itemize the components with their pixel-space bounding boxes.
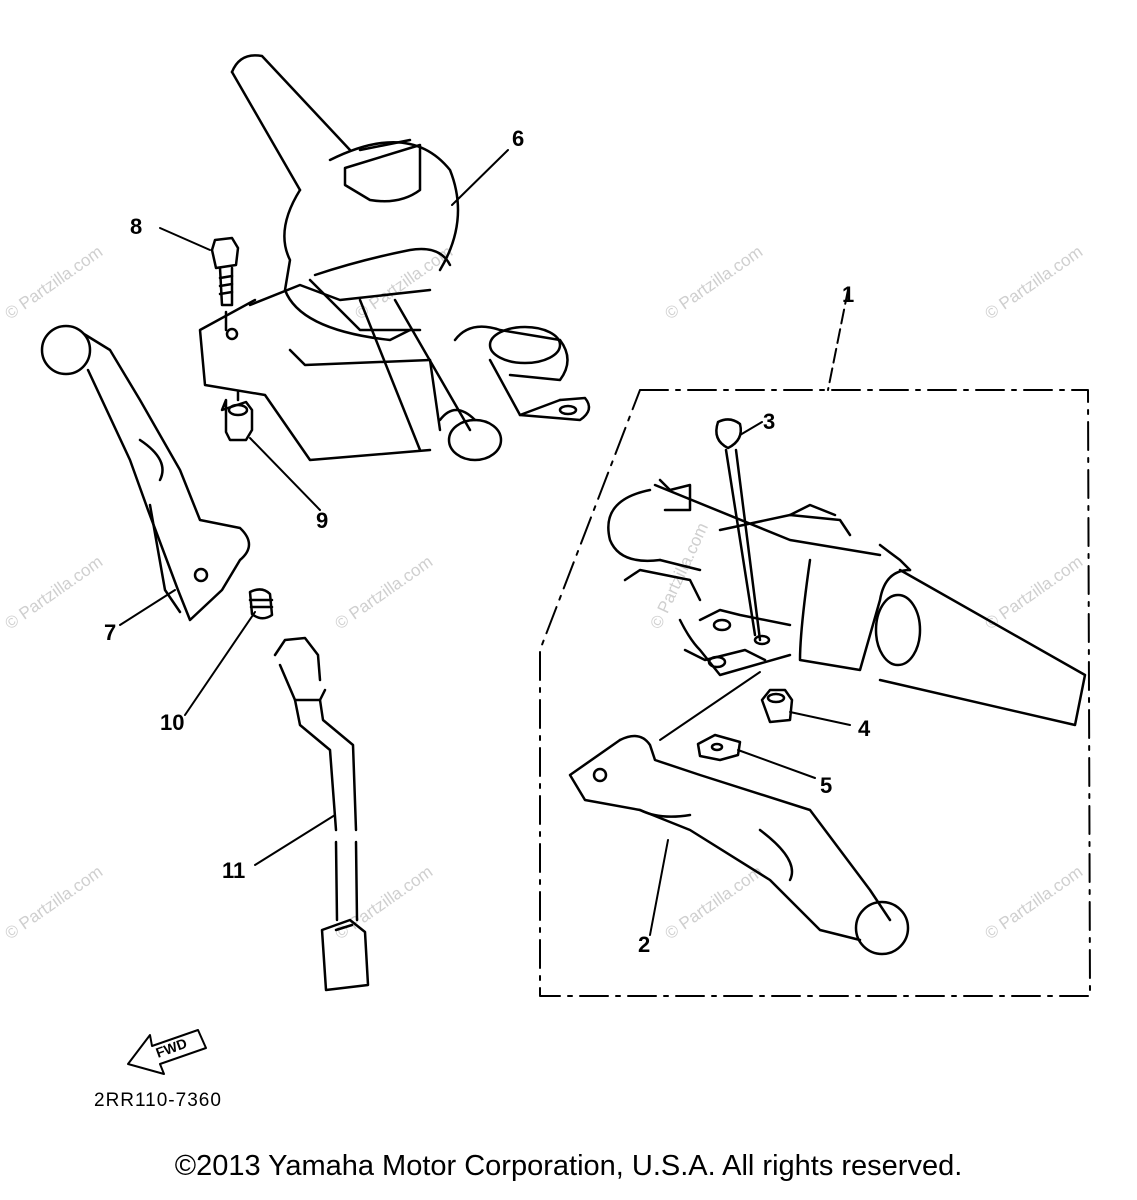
watermark: © Partzilla.com — [646, 520, 712, 632]
leader-11 — [254, 814, 336, 866]
callout-6: 6 — [512, 126, 524, 151]
copyright-notice: ©2013 Yamaha Motor Corporation, U.S.A. A… — [174, 1150, 963, 1182]
callout-9: 9 — [316, 508, 328, 533]
watermark: © Partzilla.com — [1, 552, 106, 633]
part-code: 2RR110-7360 — [94, 1090, 222, 1111]
watermark: © Partzilla.com — [981, 242, 1086, 323]
leader-9 — [249, 437, 321, 511]
watermark: © Partzilla.com — [981, 862, 1086, 943]
callout-4: 4 — [858, 716, 871, 741]
part-1-handlebar-switch — [607, 478, 1087, 727]
callout-2: 2 — [638, 932, 650, 957]
watermark: © Partzilla.com — [331, 552, 436, 633]
callout-7: 7 — [104, 620, 116, 645]
watermark: © Partzilla.com — [981, 552, 1086, 633]
callout-1: 1 — [842, 282, 854, 307]
part-9-nut — [220, 390, 254, 442]
leader-3 — [739, 421, 763, 436]
fwd-arrow-icon: FWD — [127, 1029, 207, 1075]
leader-lines — [119, 149, 851, 936]
callout-8: 8 — [130, 214, 142, 239]
part-6-lever-bracket — [198, 54, 591, 462]
leader-8 — [159, 227, 211, 251]
leader-6 — [451, 149, 509, 206]
part-11-cable — [273, 636, 370, 992]
part-7-lever — [40, 324, 251, 622]
leader-7 — [119, 589, 176, 626]
watermark: © Partzilla.com — [1, 242, 106, 323]
watermark: © Partzilla.com — [1, 862, 106, 943]
callout-labels: 1 2 3 4 5 6 7 8 9 10 11 — [104, 126, 871, 957]
part-10-spring — [248, 588, 274, 620]
watermark: © Partzilla.com — [661, 242, 766, 323]
part-3-screw — [715, 418, 762, 642]
part-2-lever — [568, 734, 910, 956]
leader-5 — [737, 749, 816, 779]
part-1-assembly-outline — [539, 289, 1091, 997]
exploded-parts-diagram: © Partzilla.com © Partzilla.com © Partzi… — [1, 54, 1091, 1111]
watermark-layer: © Partzilla.com © Partzilla.com © Partzi… — [1, 242, 1086, 943]
leader-4 — [789, 711, 851, 726]
part-8-bolt — [210, 236, 240, 332]
part-4-nut — [760, 688, 794, 724]
leader-10 — [184, 611, 256, 716]
fwd-label: FWD — [154, 1035, 189, 1061]
watermark: © Partzilla.com — [661, 862, 766, 943]
callout-10: 10 — [160, 710, 184, 735]
leader-2 — [649, 839, 669, 936]
part-5-washer — [696, 733, 742, 762]
callout-3: 3 — [763, 409, 775, 434]
callout-5: 5 — [820, 773, 832, 798]
leader-2b — [659, 671, 761, 741]
watermark: © Partzilla.com — [331, 862, 436, 943]
callout-11: 11 — [222, 858, 245, 883]
